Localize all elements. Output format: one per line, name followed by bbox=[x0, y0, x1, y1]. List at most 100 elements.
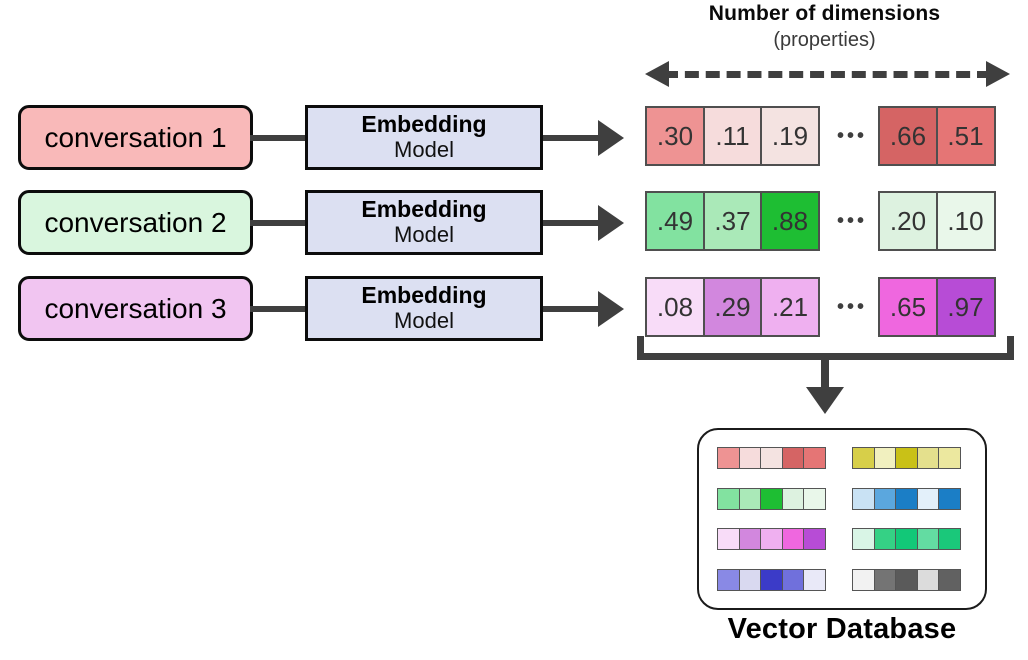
vector-cells-right: .65 .97 bbox=[878, 277, 996, 337]
vector-cell-value: .08 bbox=[656, 291, 694, 322]
embedding-model-box-3: Embedding Model bbox=[305, 276, 543, 341]
vector-cell-value: .51 bbox=[947, 120, 984, 151]
embedding-model-subtitle: Model bbox=[394, 308, 454, 334]
vector-cell-value: .10 bbox=[947, 205, 984, 236]
vector-swatch bbox=[895, 487, 918, 510]
vector-swatch bbox=[717, 447, 740, 469]
vector-cells-right: .66 .51 bbox=[878, 106, 996, 166]
vector-database-label: Vector Database bbox=[727, 613, 957, 645]
vector-cells-left: .49 .37 .88 bbox=[645, 191, 820, 251]
vector-swatch bbox=[738, 447, 762, 469]
vector-swatch bbox=[895, 568, 918, 591]
vector-cell: .11 bbox=[702, 106, 763, 166]
vector-cell: .21 bbox=[760, 277, 820, 337]
vector-cell-value: .29 bbox=[714, 291, 751, 322]
vector-cell-value: .20 bbox=[889, 205, 927, 236]
conversation-2-label: conversation 2 bbox=[44, 206, 227, 238]
arrow-down-icon bbox=[806, 387, 844, 414]
vector-swatch bbox=[717, 487, 740, 510]
vector-swatch bbox=[873, 487, 897, 510]
arrow-right-icon bbox=[598, 205, 624, 241]
red-vector bbox=[717, 447, 832, 470]
grouping-bracket bbox=[637, 336, 1014, 360]
vector-cell: .37 bbox=[702, 191, 763, 251]
vector-swatch bbox=[852, 447, 875, 469]
vector-swatch bbox=[873, 528, 897, 550]
vector-cell: .19 bbox=[760, 106, 820, 166]
vector-swatch bbox=[738, 487, 762, 510]
embedding-model-subtitle: Model bbox=[394, 137, 454, 163]
conversation-1-box: conversation 1 bbox=[18, 105, 253, 170]
vector-swatch bbox=[852, 528, 875, 550]
vector-swatch bbox=[916, 487, 940, 510]
green-vector bbox=[717, 487, 832, 511]
vector-swatch bbox=[738, 528, 762, 550]
periwinkle-vector bbox=[717, 568, 832, 592]
vector-swatch bbox=[803, 528, 826, 550]
vector-swatch bbox=[781, 568, 805, 591]
vector-cell: .51 bbox=[935, 106, 996, 166]
vector-swatch bbox=[938, 568, 961, 591]
vector-cells-left: .30 .11 .19 bbox=[645, 106, 820, 166]
connector-line bbox=[250, 306, 307, 312]
arrow-line bbox=[543, 220, 601, 226]
arrow-line bbox=[543, 135, 601, 141]
flow-row-conversation-1: conversation 1 Embedding Model .30 .11 .… bbox=[0, 105, 1028, 170]
vector-swatch bbox=[760, 568, 783, 591]
vector-cell: .66 bbox=[878, 106, 938, 166]
vector-cell: .08 bbox=[645, 277, 705, 337]
dimensions-title: Number of dimensions bbox=[708, 2, 941, 25]
ellipsis-dots: ••• bbox=[836, 295, 867, 318]
vector-swatch bbox=[781, 528, 805, 550]
vector-swatch bbox=[738, 568, 762, 591]
arrow-right-icon bbox=[598, 291, 624, 327]
vector-cell: .29 bbox=[702, 277, 763, 337]
vector-swatch bbox=[916, 568, 940, 591]
vector-cell-value: .88 bbox=[771, 205, 809, 236]
vector-swatch bbox=[781, 447, 805, 469]
dimensions-subtitle: (properties) bbox=[773, 29, 876, 51]
arrow-line bbox=[543, 306, 601, 312]
vector-cell: .65 bbox=[878, 277, 938, 337]
vector-swatch bbox=[760, 447, 783, 469]
vector-swatch bbox=[938, 447, 961, 469]
connector-line bbox=[250, 220, 307, 226]
arrow-right-icon bbox=[986, 61, 1010, 87]
vector-swatch bbox=[781, 487, 805, 510]
vector-swatch bbox=[760, 528, 783, 550]
down-arrow-line bbox=[821, 358, 829, 389]
vector-swatch bbox=[916, 447, 940, 469]
conversation-1-label: conversation 1 bbox=[44, 121, 227, 153]
vector-swatch bbox=[717, 528, 740, 550]
vector-cell: .49 bbox=[645, 191, 705, 251]
purple-vector bbox=[717, 528, 832, 551]
vector-cells-right: .20 .10 bbox=[878, 191, 996, 251]
vector-swatch bbox=[803, 447, 826, 469]
vector-cell-value: .21 bbox=[771, 291, 809, 322]
vector-cell: .97 bbox=[935, 277, 996, 337]
blue-vector bbox=[852, 487, 967, 511]
embedding-model-box-1: Embedding Model bbox=[305, 105, 543, 170]
vector-cell-value: .49 bbox=[656, 205, 694, 236]
ellipsis-dots: ••• bbox=[836, 209, 867, 232]
embedding-model-title: Embedding bbox=[361, 196, 487, 223]
gray-vector bbox=[852, 568, 967, 592]
vector-cell-value: .65 bbox=[889, 291, 927, 322]
vector-cell-value: .97 bbox=[947, 291, 984, 322]
dimensions-header: Number of dimensions (properties) bbox=[642, 2, 1007, 52]
vector-swatch bbox=[873, 447, 897, 469]
dashed-line bbox=[664, 70, 991, 78]
vector-swatch bbox=[916, 528, 940, 550]
connector-line bbox=[250, 135, 307, 141]
conversation-3-box: conversation 3 bbox=[18, 276, 253, 341]
yellow-vector bbox=[852, 447, 967, 470]
vector-cell: .30 bbox=[645, 106, 705, 166]
teal-vector bbox=[852, 528, 967, 551]
embedding-model-title: Embedding bbox=[361, 282, 487, 309]
embedding-model-box-2: Embedding Model bbox=[305, 190, 543, 255]
vector-database-box bbox=[697, 428, 987, 610]
vector-swatch bbox=[760, 487, 783, 510]
flow-row-conversation-2: conversation 2 Embedding Model .49 .37 .… bbox=[0, 190, 1028, 255]
vector-cell-value: .19 bbox=[771, 120, 809, 151]
